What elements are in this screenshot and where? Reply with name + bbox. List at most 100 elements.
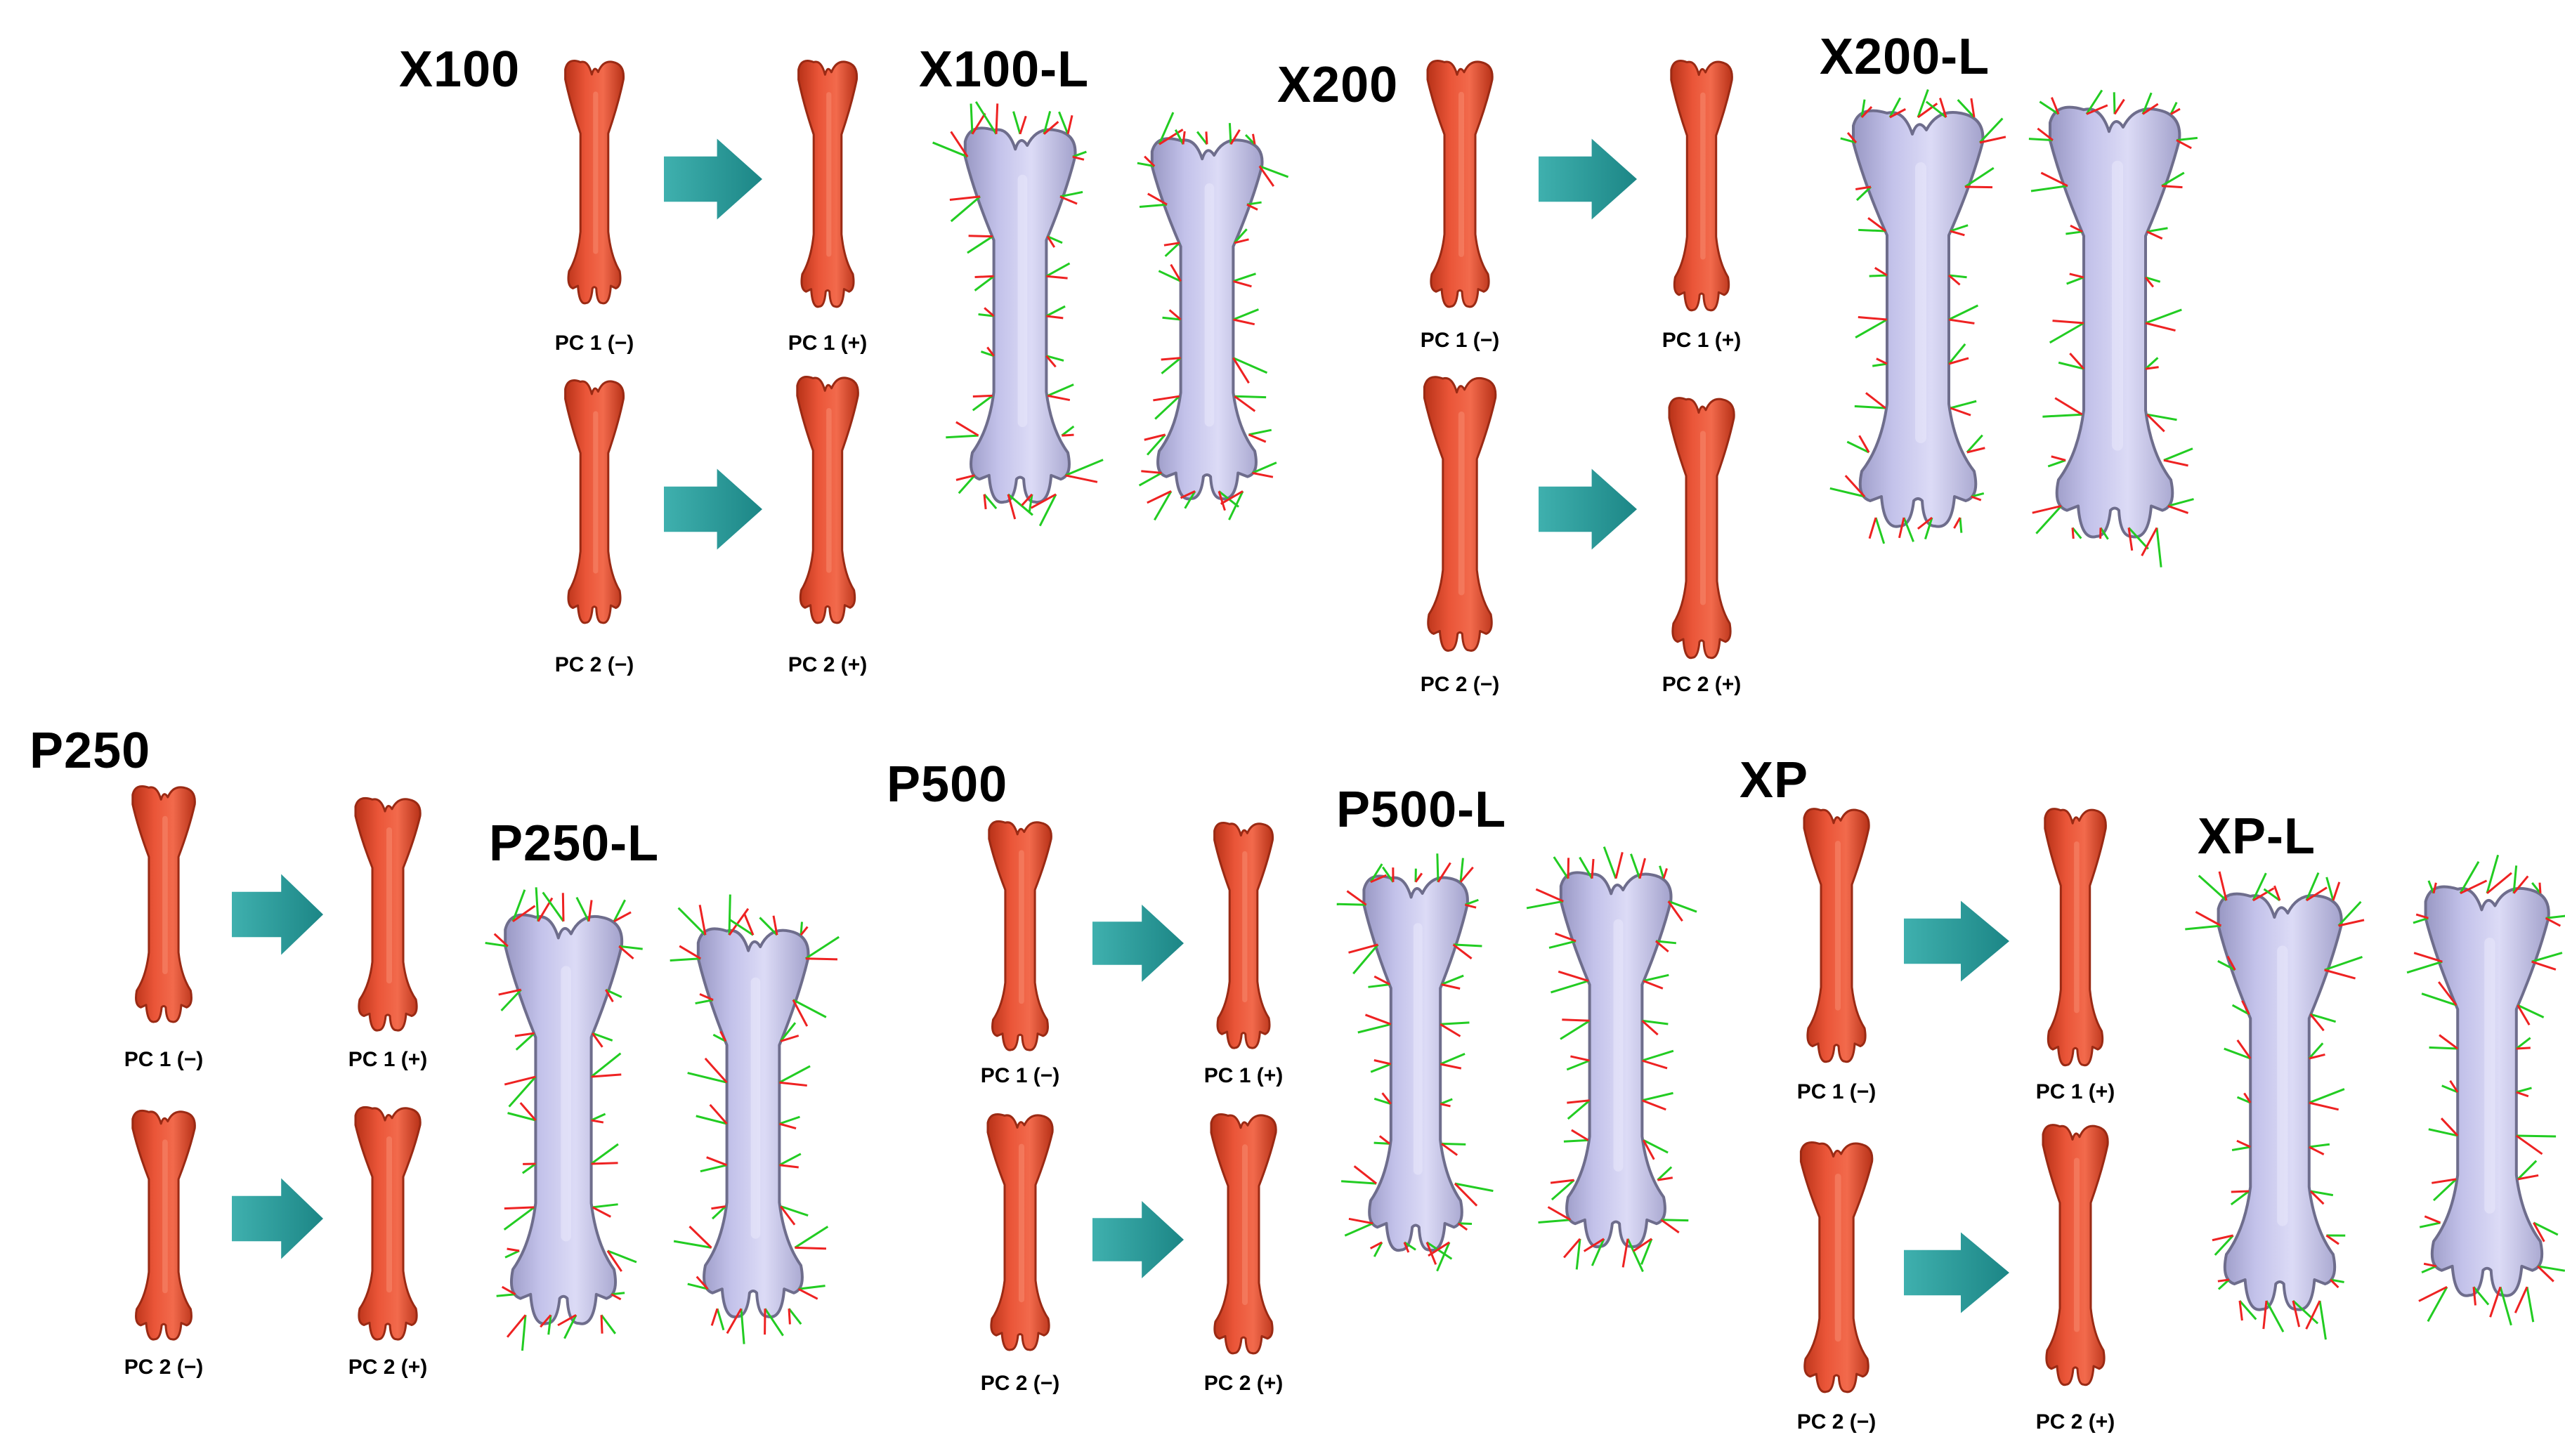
green-vector-mark xyxy=(1950,400,1977,409)
red-vector-mark xyxy=(2432,1178,2457,1184)
green-vector-mark xyxy=(1184,490,1196,509)
green-vector-mark xyxy=(2066,276,2084,285)
green-vector-mark xyxy=(1869,274,1888,277)
red-vector-mark xyxy=(1858,435,1870,453)
green-vector-mark xyxy=(2028,138,2054,142)
red-vector-mark xyxy=(1614,852,1624,879)
red-vector-mark xyxy=(2332,881,2341,901)
red-vector-mark xyxy=(1844,475,1866,498)
red-vector-mark xyxy=(2516,1047,2531,1050)
green-vector-mark xyxy=(590,1113,606,1122)
green-vector-mark xyxy=(1858,228,1886,232)
green-vector-mark xyxy=(2145,276,2161,283)
red-vector-mark xyxy=(1971,495,1982,501)
red-vector-mark xyxy=(1660,1219,1680,1234)
red-vector-mark xyxy=(1642,1139,1655,1160)
green-vector-mark xyxy=(1579,856,1593,879)
green-vector-mark xyxy=(503,1206,535,1231)
green-vector-mark xyxy=(1551,1179,1575,1201)
red-vector-mark xyxy=(2145,366,2159,370)
green-vector-mark xyxy=(778,1153,802,1167)
green-vector-mark xyxy=(1072,150,1087,158)
red-vector-mark xyxy=(795,1246,827,1250)
green-vector-mark xyxy=(1045,305,1066,317)
panel-title-xp-l: XP-L xyxy=(2198,808,2316,865)
red-vector-mark xyxy=(507,1247,520,1252)
red-vector-mark xyxy=(1046,235,1056,248)
green-vector-mark xyxy=(1459,858,1464,882)
red-vector-mark xyxy=(706,1156,728,1167)
red-vector-mark xyxy=(1591,858,1595,879)
red-vector-mark xyxy=(1567,858,1570,879)
green-vector-mark xyxy=(2065,230,2083,235)
red-vector-mark xyxy=(986,346,995,357)
green-vector-mark xyxy=(1357,1023,1392,1034)
red-vector-mark xyxy=(1452,943,1473,959)
red-vector-mark xyxy=(1950,230,1965,237)
red-vector-mark xyxy=(2309,1053,2325,1060)
red-vector-mark xyxy=(2309,1014,2325,1032)
green-vector-mark xyxy=(1563,1139,1588,1143)
red-vector-mark xyxy=(2052,320,2084,324)
red-vector-mark xyxy=(2086,104,2108,115)
green-vector-mark xyxy=(2167,498,2194,507)
green-vector-mark xyxy=(1174,129,1184,145)
red-vector-mark xyxy=(1414,872,1423,883)
lsm-bone-p500-1 xyxy=(1336,853,1494,1272)
green-vector-mark xyxy=(1553,856,1569,879)
red-vector-mark xyxy=(688,1226,712,1249)
green-vector-mark xyxy=(1454,1182,1494,1193)
green-vector-mark xyxy=(619,945,643,950)
green-vector-mark xyxy=(2146,413,2177,421)
green-vector-mark xyxy=(2113,92,2116,114)
red-vector-mark xyxy=(1218,490,1226,511)
green-vector-mark xyxy=(2337,900,2362,927)
label-x200-pc2-neg: PC 2 (−) xyxy=(1420,673,1500,696)
green-vector-mark xyxy=(1860,99,1866,118)
green-vector-mark xyxy=(1659,865,1665,879)
green-vector-mark xyxy=(2537,1265,2565,1272)
bone-xp-pc1-neg xyxy=(1803,808,1870,1063)
green-vector-mark xyxy=(2427,880,2435,894)
red-vector-mark xyxy=(1441,1143,1458,1156)
red-vector-mark xyxy=(1948,318,1975,324)
red-vector-mark xyxy=(971,112,986,135)
red-vector-mark xyxy=(1163,242,1180,247)
green-vector-mark xyxy=(1038,494,1057,527)
green-vector-mark xyxy=(804,936,840,960)
red-vector-mark xyxy=(2292,1300,2301,1327)
red-vector-mark xyxy=(2324,969,2356,980)
red-vector-mark xyxy=(600,1315,603,1334)
red-vector-mark xyxy=(1233,318,1255,326)
green-vector-mark xyxy=(1162,316,1181,321)
red-vector-mark xyxy=(2309,1101,2339,1111)
red-vector-mark xyxy=(799,926,809,936)
red-vector-mark xyxy=(709,1103,728,1124)
red-vector-mark xyxy=(1258,165,1275,188)
label-x200-pc2-pos: PC 2 (+) xyxy=(1662,673,1742,696)
green-vector-mark xyxy=(2441,1084,2458,1094)
green-vector-mark xyxy=(1061,425,1075,437)
green-vector-mark xyxy=(1924,517,1933,540)
green-vector-mark xyxy=(2163,447,2193,461)
red-vector-mark xyxy=(1046,315,1064,320)
red-vector-mark xyxy=(2241,1000,2250,1015)
red-vector-mark xyxy=(1641,1020,1659,1036)
red-vector-mark xyxy=(2486,872,2512,894)
red-vector-mark xyxy=(1633,1238,1652,1252)
bone-p250-pc1-pos xyxy=(354,796,422,1032)
green-vector-mark xyxy=(1902,517,1914,542)
green-vector-mark xyxy=(1252,461,1277,474)
red-vector-mark xyxy=(1246,203,1258,211)
red-vector-mark xyxy=(955,474,975,481)
red-vector-mark xyxy=(1220,490,1244,505)
red-vector-mark xyxy=(1562,1018,1590,1022)
label-p250-pc1-pos: PC 1 (+) xyxy=(348,1048,428,1071)
green-vector-mark xyxy=(696,1115,727,1125)
green-vector-mark xyxy=(507,1112,536,1122)
red-vector-mark xyxy=(778,1122,797,1130)
green-vector-mark xyxy=(1657,1166,1673,1181)
lsm-bone-p250-2 xyxy=(670,894,840,1344)
red-vector-mark xyxy=(1370,874,1387,884)
